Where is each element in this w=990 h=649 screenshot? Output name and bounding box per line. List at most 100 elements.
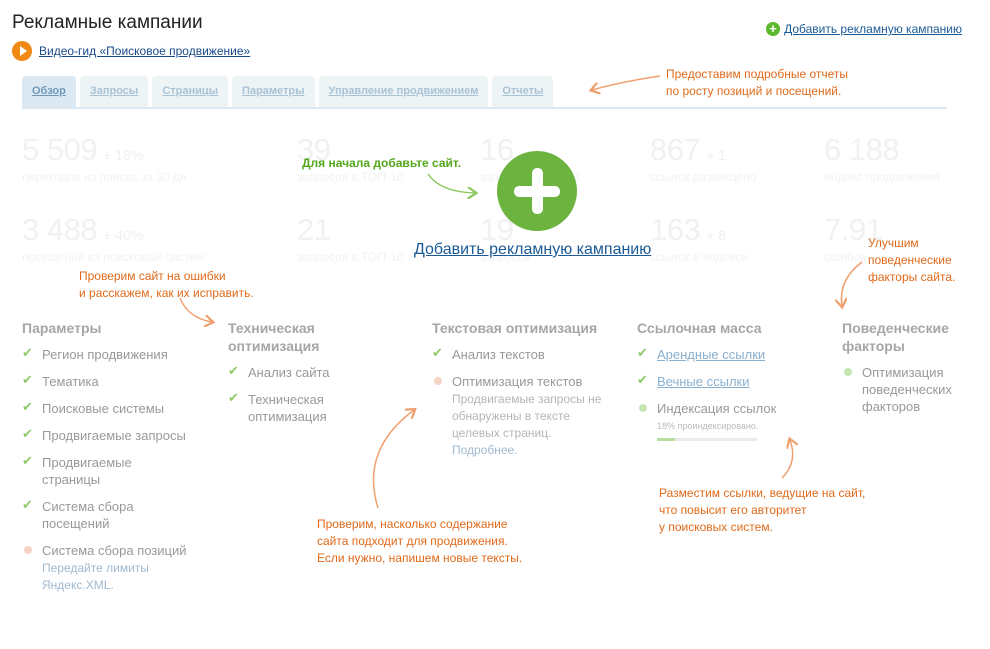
list-item: ✔Техническая оптимизация: [228, 391, 393, 425]
stat-value: 21: [297, 212, 331, 247]
stat-value: 5 509: [22, 132, 98, 167]
note-behavior: Улучшим поведенческие факторы сайта.: [868, 235, 955, 286]
list-item: Система сбора позиций Передайте лимиты Я…: [22, 542, 192, 594]
tab-pages[interactable]: Страницы: [152, 76, 229, 107]
progress-text: 18% проиндексировано.: [657, 421, 759, 431]
check-icon: ✔: [637, 345, 648, 360]
stat-card: 6 188 индекс продвижения: [824, 132, 940, 184]
stat-label: запросов в ТОП-10: [297, 250, 404, 264]
note-line: Предоставим подробные отчеты: [666, 67, 849, 81]
stat-label: ошибок: [824, 250, 866, 264]
item-label: Оптимизация текстов: [452, 374, 583, 389]
link-suffix: .: [110, 578, 114, 592]
stat-value: 3 488: [22, 212, 98, 247]
list-item: ✔ Тематика: [22, 373, 192, 390]
stat-label: ссылок в индексе: [650, 250, 748, 264]
page-title: Рекламные кампании: [12, 12, 203, 33]
arrow-reports: [592, 75, 661, 90]
stat-label: запросов: [480, 250, 532, 264]
note-line: по росту позиций и посещений.: [666, 84, 842, 98]
tabs-divider: [22, 107, 947, 109]
check-icon: ✔: [22, 345, 33, 360]
item-sub: Передайте лимиты Яндекс.XML.: [42, 560, 192, 594]
column-title: Поведенческие факторы: [842, 320, 949, 354]
list-item: ✔ Продвигаемые запросы: [22, 427, 192, 444]
stat-card: 39 запросов в ТОП-10: [297, 132, 403, 184]
add-campaign-big-button[interactable]: [497, 151, 577, 231]
stat-value: 39: [297, 132, 331, 167]
indexing-progress-bar: [657, 438, 757, 441]
progress-fill: [657, 438, 675, 441]
check-icon: ✔: [22, 372, 33, 387]
item-label: Оптимизация поведенческих факторов: [862, 365, 952, 414]
stat-label: переходов из поиска за 30 дн.: [22, 170, 191, 184]
column-title: Текстовая оптимизация: [432, 320, 598, 336]
yandex-xml-limits-link[interactable]: Передайте лимиты Яндекс.XML: [42, 561, 149, 592]
stat-value: 6 188: [824, 132, 900, 167]
progress-dot-icon: [844, 368, 852, 376]
tab-reports[interactable]: Отчеты: [492, 76, 554, 107]
stat-delta: + 8: [706, 227, 727, 243]
item-label: Техническая оптимизация: [248, 392, 327, 424]
note-line: Проверим сайт на ошибки: [79, 269, 226, 283]
column-title: Ссылочная масса: [637, 320, 762, 336]
note-line: Разместим ссылки, ведущие на сайт,: [659, 486, 866, 500]
note-line: поведенческие: [868, 253, 952, 267]
permanent-links-link[interactable]: Вечные ссылки: [657, 374, 750, 389]
check-icon: ✔: [22, 426, 33, 441]
stat-label: запросов в ТОП-10: [297, 170, 404, 184]
note-line: Проверим, насколько содержание: [317, 517, 508, 531]
tab-parameters[interactable]: Параметры: [232, 76, 315, 107]
rented-links-link[interactable]: Арендные ссылки: [657, 347, 766, 362]
stat-card: 7.91 ошибок: [824, 212, 883, 264]
column-title: Техническая оптимизация: [228, 320, 320, 354]
play-icon[interactable]: [12, 41, 32, 61]
check-icon: ✔: [22, 497, 33, 512]
tab-bar: Обзор Запросы Страницы Параметры Управле…: [22, 76, 554, 107]
stat-card: 867+ 1 ссылок размещено: [650, 132, 756, 184]
note-start: Для начала добавьте сайт.: [302, 156, 462, 170]
list-item: ✔Продвигаемые страницы: [22, 454, 192, 488]
item-label: Анализ сайта: [248, 365, 330, 380]
note-line: у поисковых систем.: [659, 520, 773, 534]
check-icon: ✔: [228, 363, 239, 378]
stat-value: 867: [650, 132, 701, 167]
video-guide-link[interactable]: Видео-гид «Поисковое продвижение»: [39, 44, 251, 58]
stat-card: 21 запросов в ТОП-10: [297, 212, 403, 264]
stat-label: посещений из поисковых систем: [22, 250, 205, 264]
list-item: ✔Регион продвижения: [22, 346, 192, 363]
item-label: Продвигаемые запросы: [42, 428, 186, 443]
note-reports: Предоставим подробные отчеты по росту по…: [666, 66, 848, 100]
note-line: Если нужно, напишем новые тексты.: [317, 551, 523, 565]
list-item: ✔ Арендные ссылки: [637, 346, 817, 363]
add-campaign-top[interactable]: + Добавить рекламную кампанию: [766, 22, 962, 36]
arrow-start: [427, 173, 475, 193]
stat-card: 5 509+ 18% переходов из поиска за 30 дн.: [22, 132, 190, 184]
item-label: Анализ текстов: [452, 347, 545, 362]
tab-queries[interactable]: Запросы: [79, 76, 149, 107]
item-desc: Продвигаемые запросы не обнаружены в тек…: [452, 391, 612, 459]
note-line: Улучшим: [868, 236, 919, 250]
plus-circle-icon[interactable]: +: [766, 22, 781, 36]
stat-label: ссылок размещено: [650, 170, 757, 184]
more-link[interactable]: Подробнее: [452, 443, 515, 457]
tab-promotion-management[interactable]: Управление продвижением: [318, 76, 489, 107]
add-campaign-top-link[interactable]: Добавить рекламную кампанию: [784, 22, 962, 36]
video-guide[interactable]: Видео-гид «Поисковое продвижение»: [12, 41, 250, 61]
tab-overview[interactable]: Обзор: [22, 76, 76, 107]
stat-card: 19 запросов: [480, 212, 531, 264]
note-errors: Проверим сайт на ошибки и расскажем, как…: [79, 268, 254, 302]
add-campaign-big-link[interactable]: Добавить рекламную кампанию: [414, 241, 652, 258]
check-icon: ✔: [432, 345, 443, 360]
column-text: Текстовая оптимизация ✔ Анализ текстов Оп…: [432, 319, 612, 469]
note-line: факторы сайта.: [868, 270, 956, 284]
arrow-behavior: [841, 261, 863, 306]
list-item: Оптимизация текстов Продвигаемые запросы…: [432, 373, 612, 459]
list-item: ✔ Вечные ссылки: [637, 373, 817, 390]
item-label: Тематика: [42, 374, 99, 389]
check-icon: ✔: [637, 372, 648, 387]
stat-card: 3 488+ 40% посещений из поисковых систем: [22, 212, 204, 264]
list-item: Индексация ссылок 18% проиндексировано.: [637, 400, 817, 441]
list-item: ✔ Анализ текстов: [432, 346, 612, 363]
note-texts: Проверим, насколько содержание сайта под…: [317, 516, 522, 567]
